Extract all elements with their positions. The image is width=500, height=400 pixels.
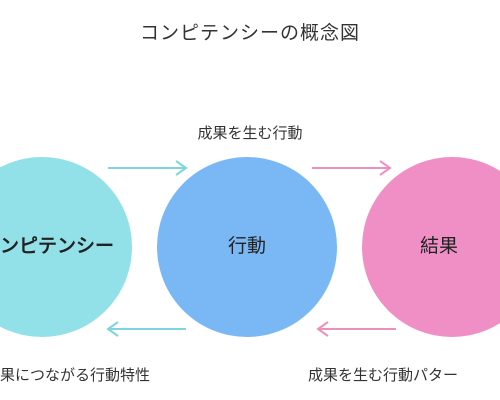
competency-circle xyxy=(0,157,132,337)
competency-circle-label: ンピテンシー xyxy=(0,235,115,257)
bottom-left-arrow-label: 果につながる行動特性 xyxy=(0,366,151,384)
top-arrow-label: 成果を生む行動 xyxy=(197,124,303,142)
arrow-result-to-action xyxy=(316,321,396,337)
arrow-action-to-competency xyxy=(106,321,186,337)
action-circle-label: 行動 xyxy=(227,235,266,257)
diagram-title: コンピテンシーの概念図 xyxy=(139,22,360,44)
bottom-right-arrow-label: 成果を生む行動パター xyxy=(308,366,459,384)
arrow-action-to-result xyxy=(312,160,392,176)
action-circle xyxy=(157,157,337,337)
result-circle xyxy=(362,157,500,337)
result-circle-label: 結果 xyxy=(420,235,459,257)
arrow-competency-to-action xyxy=(108,160,188,176)
